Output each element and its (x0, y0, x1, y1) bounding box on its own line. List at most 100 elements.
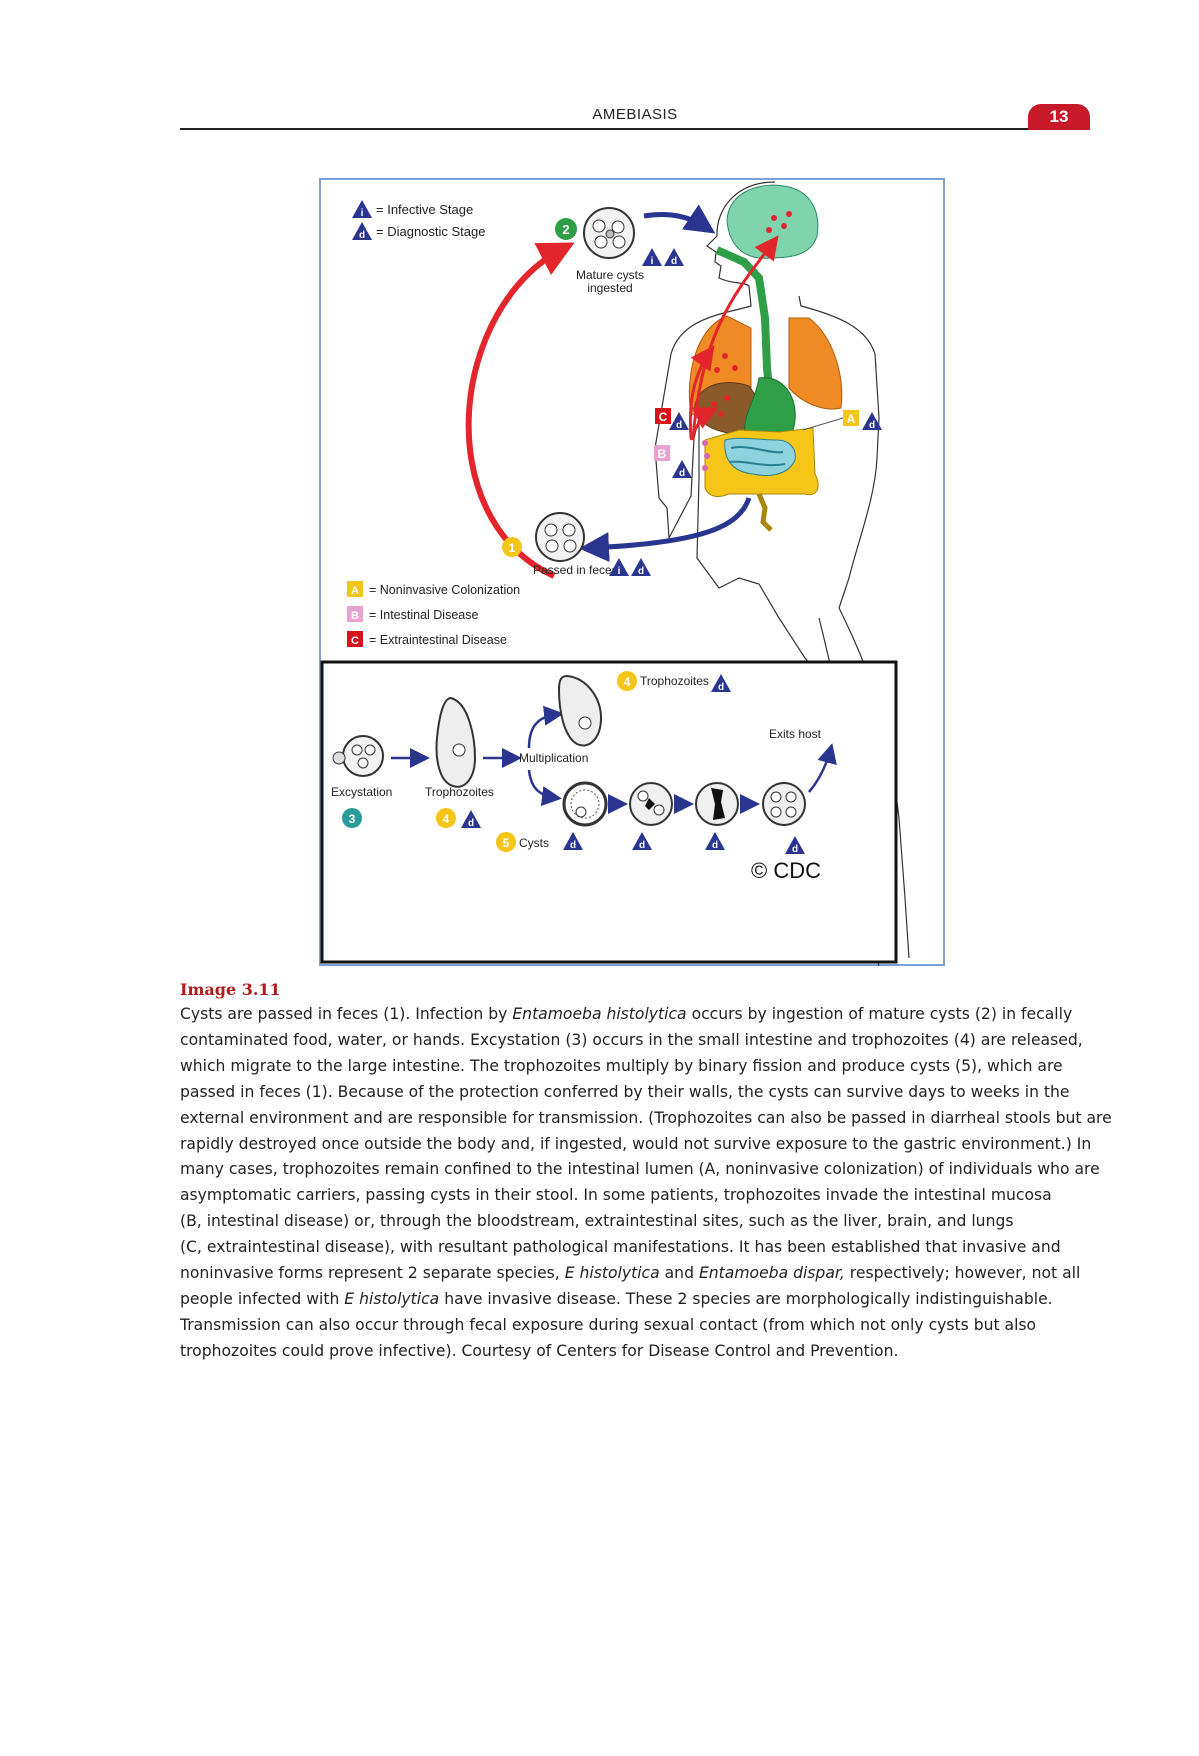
step-3-badge (342, 808, 362, 828)
svg-text:4: 4 (624, 675, 631, 689)
diagnostic-stage-icon: d (352, 222, 372, 241)
infective-stage-icon: i (352, 200, 372, 219)
step-4-top-label: Trophozoites (640, 674, 709, 688)
page-number-tab: 13 (1028, 104, 1090, 130)
stage-legend: i = Infective Stage d = Diagnostic Stage (352, 200, 485, 241)
step-1-infective-icon: i (609, 558, 629, 577)
step-3-label: Excystation (331, 785, 392, 799)
caption-line: noninvasive forms represent 2 separate s… (180, 1264, 1081, 1283)
caption-line: contaminated food, water, or hands. Excy… (180, 1030, 1083, 1049)
running-head: AMEBIASIS 13 (180, 104, 1090, 130)
step-4-bottom-label: Trophozoites (425, 785, 494, 799)
excretion-arrow (579, 497, 752, 563)
immature-cyst-icon-1 (562, 781, 608, 827)
exit-arrow (808, 743, 837, 793)
cyst-maturation-row: Exits host d d d d (562, 727, 837, 855)
trophozoite-icon (435, 696, 477, 788)
step-5-label: Cysts (519, 836, 549, 850)
life-cycle-figure: i = Infective Stage d = Diagnostic Stage… (319, 178, 945, 966)
svg-text:B: B (658, 447, 667, 461)
legend-B-label: = Intestinal Disease (369, 608, 478, 622)
step-2-badge (555, 218, 577, 240)
ingestion-arrow (643, 204, 716, 234)
multiplication-label: Multiplication (519, 751, 588, 765)
marker-A: A d (802, 410, 882, 431)
step-2: 2 i d Mature cysts ingested (555, 207, 684, 295)
header-rule (180, 128, 1044, 130)
svg-text:d: d (468, 818, 474, 829)
legend-infective-label: = Infective Stage (376, 202, 473, 217)
mature-cyst-icon (583, 207, 635, 259)
legend-A-label: = Noninvasive Colonization (369, 583, 520, 597)
svg-text:d: d (671, 256, 677, 267)
step-1-label: Passed in feces (533, 563, 618, 577)
caption-line: passed in feces (1). Because of the prot… (180, 1082, 1070, 1101)
human-body (654, 181, 910, 966)
legend-C-label: = Extraintestinal Disease (369, 633, 507, 647)
svg-text:d: d (639, 840, 645, 851)
svg-text:1: 1 (509, 541, 516, 555)
immature-cyst-icon-2 (629, 782, 673, 826)
step-4-bottom-badge (436, 808, 456, 828)
caption-body: Cysts are passed in feces (1). Infection… (180, 1002, 1112, 1365)
marker-C: C d (655, 408, 689, 431)
caption-line: trophozoites could prove infective). Cou… (180, 1341, 899, 1360)
step-5-badge (496, 832, 516, 852)
inset-box (320, 660, 898, 964)
figure-caption: Image 3.11 Cysts are passed in feces (1)… (180, 980, 1112, 1365)
running-title: AMEBIASIS (592, 106, 678, 123)
caption-line: many cases, trophozoites remain confined… (180, 1160, 1100, 1179)
step-4-top: 4 Trophozoites d (557, 671, 731, 747)
svg-text:i: i (618, 566, 621, 577)
svg-text:A: A (351, 585, 359, 597)
step-2-label-1: Mature cysts (576, 268, 644, 282)
svg-text:d: d (638, 566, 644, 577)
disease-legend: A = Noninvasive Colonization B = Intesti… (347, 581, 520, 647)
step-1: 1 Passed in feces i d (502, 512, 651, 577)
svg-text:C: C (351, 635, 359, 647)
caption-line: external environment and are responsible… (180, 1108, 1112, 1127)
caption-line: people infected with E histolytica have … (180, 1289, 1053, 1308)
step-5: 5 Cysts (496, 832, 549, 852)
step-2-infective-icon: i (642, 248, 662, 267)
feces-cyst-icon (535, 512, 585, 562)
caption-line: Cysts are passed in feces (1). Infection… (180, 1005, 1073, 1023)
step-2-label-2: ingested (587, 281, 632, 295)
svg-text:A: A (847, 412, 856, 426)
copyright: © CDC (751, 858, 821, 883)
mature-cyst-exit-icon (762, 782, 806, 826)
step-2-diagnostic-icon: d (664, 248, 684, 267)
step-3: Excystation 3 (331, 735, 392, 828)
svg-text:d: d (869, 420, 875, 431)
caption-line: rapidly destroyed once outside the body … (180, 1134, 1092, 1153)
caption-line: which migrate to the large intestine. Th… (180, 1056, 1063, 1075)
caption-line: asymptomatic carriers, passing cysts in … (180, 1186, 1052, 1205)
caption-line: (B, intestinal disease) or, through the … (180, 1212, 1014, 1231)
svg-text:d: d (359, 230, 365, 241)
caption-line: (C, extraintestinal disease), with resul… (180, 1238, 1061, 1257)
exits-host-label: Exits host (769, 727, 822, 741)
svg-text:2: 2 (562, 222, 569, 237)
multiplication-down-arrow (527, 769, 562, 807)
immature-cyst-icon-3 (695, 782, 739, 826)
caption-label: Image 3.11 (180, 980, 281, 999)
svg-text:d: d (570, 840, 576, 851)
svg-text:d: d (676, 420, 682, 431)
step-4-bottom: Trophozoites 4 d (425, 696, 494, 829)
svg-text:d: d (712, 840, 718, 851)
caption-line: Transmission can also occur through feca… (180, 1315, 1037, 1334)
page-number: 13 (1049, 107, 1069, 126)
svg-text:3: 3 (349, 812, 356, 826)
multiplication-up-arrow (527, 705, 564, 749)
marker-B: B d (654, 445, 692, 479)
svg-text:C: C (659, 410, 668, 424)
svg-text:i: i (651, 256, 654, 267)
step-4-top-badge (617, 671, 637, 691)
excystation-cyst-icon (332, 735, 384, 777)
svg-text:4: 4 (443, 812, 450, 826)
step-1-diagnostic-icon: d (631, 558, 651, 577)
svg-text:d: d (718, 682, 724, 693)
svg-text:d: d (792, 844, 798, 855)
trophozoite-top-icon (557, 674, 603, 747)
svg-text:d: d (679, 468, 685, 479)
